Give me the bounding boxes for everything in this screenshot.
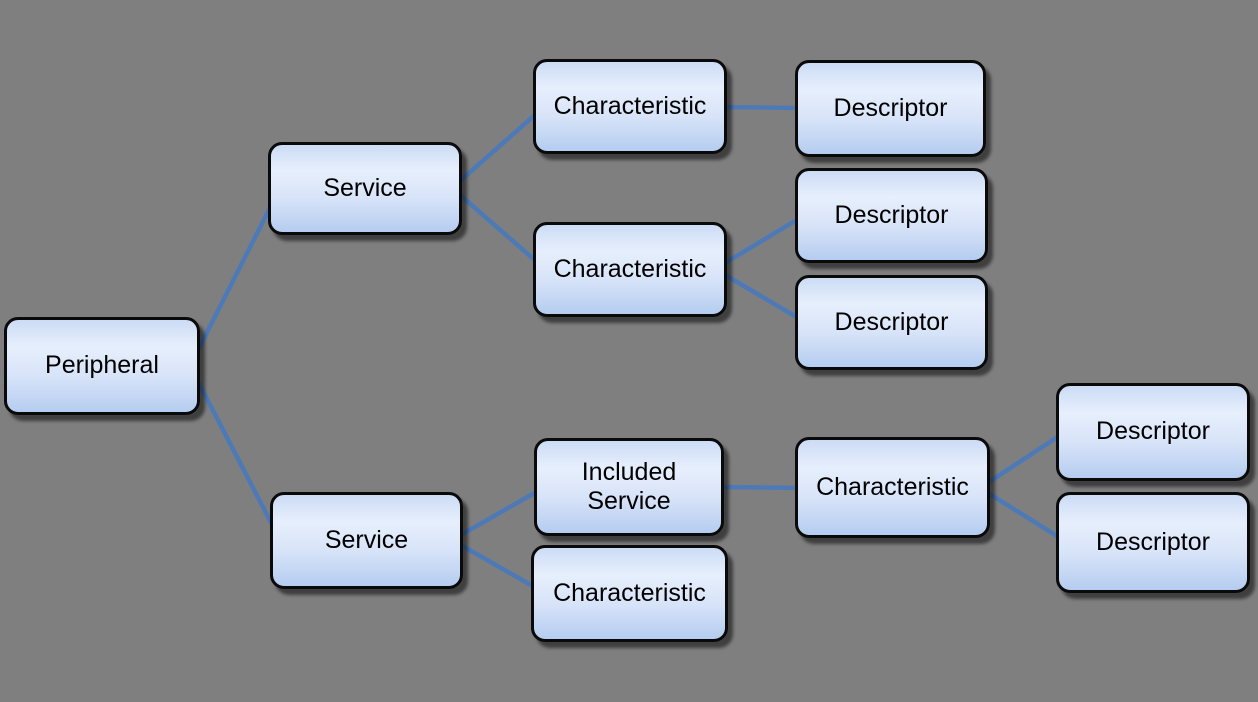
node-service-2: Service bbox=[270, 492, 463, 589]
edge-service-2-characteristic-2b bbox=[449, 537, 548, 596]
edge-characteristic-2a-descriptor-4 bbox=[977, 429, 1068, 491]
node-descriptor-3: Descriptor bbox=[795, 275, 988, 370]
node-descriptor-4: Descriptor bbox=[1056, 383, 1250, 481]
edge-characteristic-1b-descriptor-3 bbox=[712, 266, 808, 325]
edge-included-service-characteristic-2a bbox=[712, 484, 808, 491]
node-included-service: Included Service bbox=[534, 438, 724, 536]
node-characteristic-2b: Characteristic bbox=[531, 545, 728, 642]
node-descriptor-5: Descriptor bbox=[1056, 492, 1250, 593]
edge-peripheral-service-1 bbox=[187, 185, 283, 369]
edge-characteristic-2a-descriptor-5 bbox=[977, 485, 1068, 544]
edge-characteristic-1b-descriptor-2 bbox=[712, 212, 808, 272]
node-characteristic-1a: Characteristic bbox=[533, 59, 727, 154]
edge-service-2-included-service bbox=[449, 484, 548, 543]
edge-service-1-characteristic-1a bbox=[449, 103, 548, 191]
node-characteristic-2a: Characteristic bbox=[795, 437, 990, 538]
node-characteristic-1b: Characteristic bbox=[533, 222, 727, 317]
node-service-1: Service bbox=[268, 142, 462, 235]
node-descriptor-2: Descriptor bbox=[795, 168, 988, 263]
edge-characteristic-1a-descriptor-1 bbox=[712, 104, 808, 111]
edge-peripheral-service-2 bbox=[187, 363, 283, 543]
node-descriptor-1: Descriptor bbox=[795, 60, 986, 157]
edge-service-1-characteristic-1b bbox=[449, 185, 548, 272]
node-peripheral: Peripheral bbox=[4, 317, 200, 415]
